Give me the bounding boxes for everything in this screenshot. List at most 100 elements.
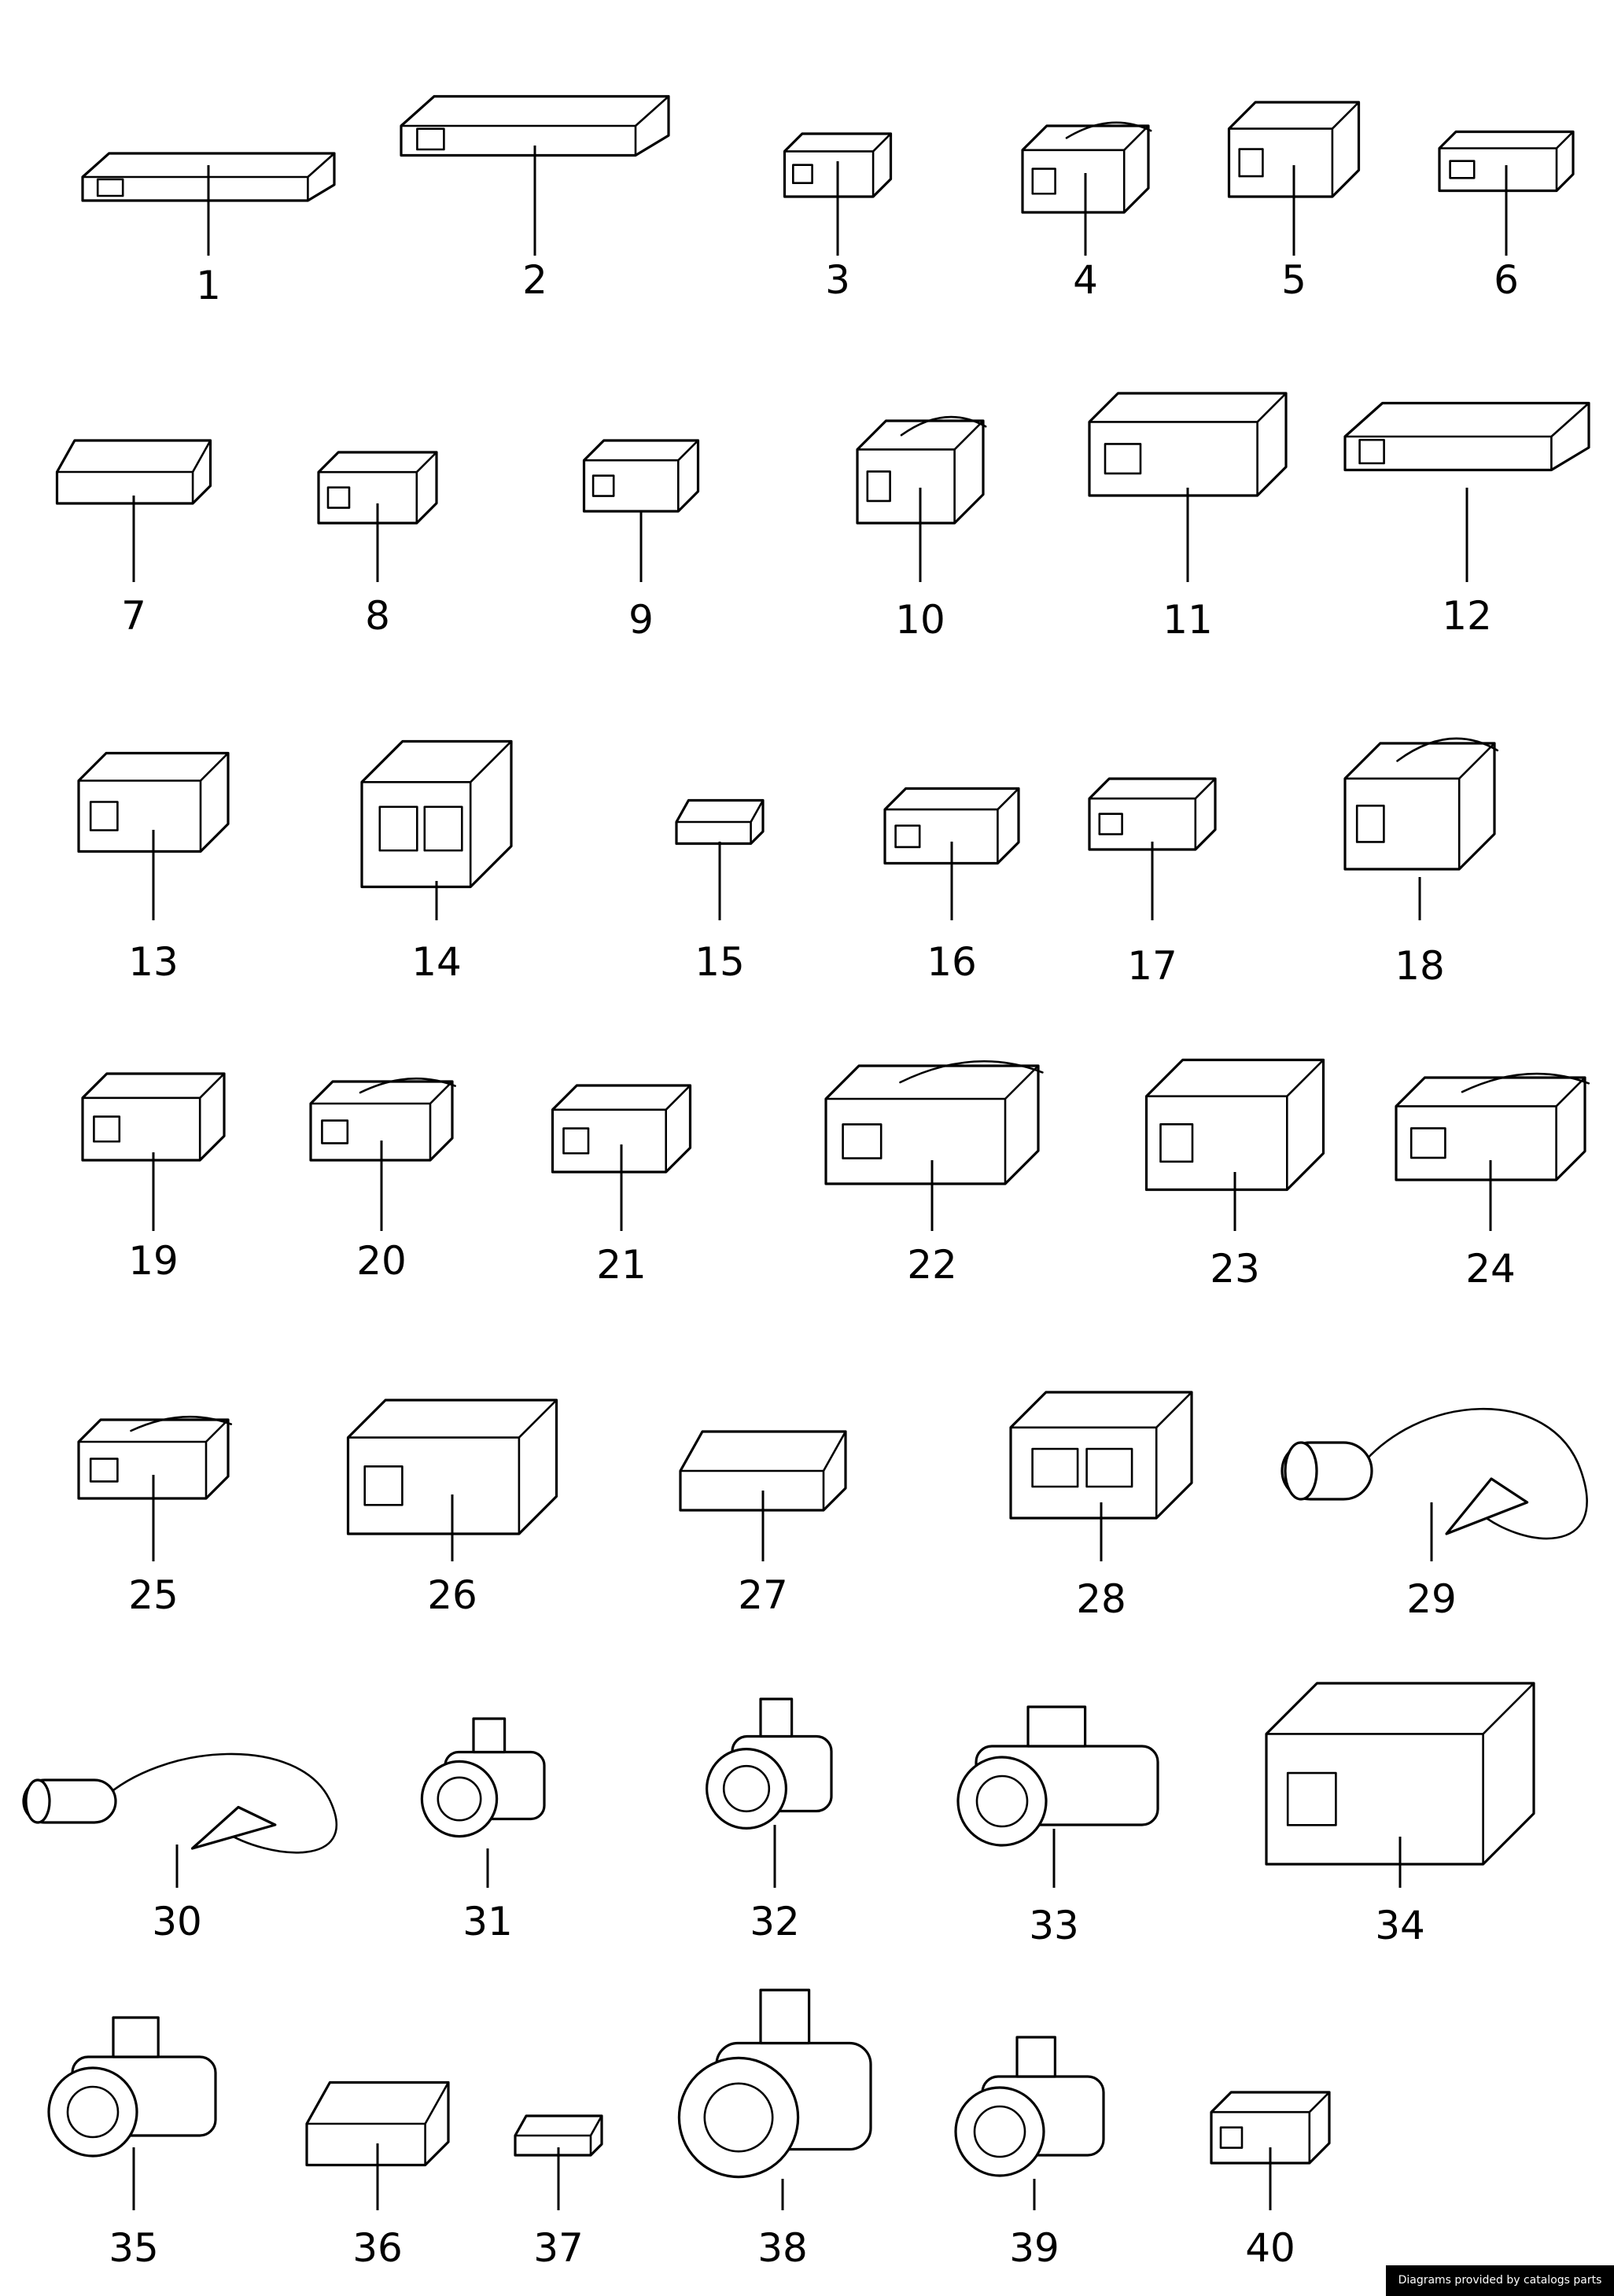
part-32: 32: [705, 1697, 833, 1944]
part-number-label: 39: [1009, 2225, 1059, 2271]
part-13: 13: [77, 751, 230, 985]
terminal-opening: [326, 486, 351, 509]
latch-clip: [1065, 121, 1152, 139]
housing-edges: [81, 1072, 226, 1162]
terminal-opening: [363, 1465, 404, 1506]
connector-icon: [77, 751, 230, 853]
connector-icon: [420, 1717, 546, 1838]
connector-icon: [1438, 130, 1575, 193]
connector-icon: [305, 2080, 450, 2167]
housing-edges: [1145, 1059, 1325, 1191]
latch-tab: [759, 1697, 794, 1738]
connector-icon: [1144, 1058, 1325, 1192]
part-39: 39: [954, 2036, 1105, 2271]
socket-opening: [437, 1776, 482, 1822]
part-number-label: 2: [522, 257, 547, 303]
part-12: 12: [1343, 401, 1590, 639]
part-9: 9: [582, 439, 700, 643]
terminal-opening: [1159, 1123, 1194, 1163]
part-number-label: 30: [152, 1899, 202, 1944]
connector-icon: [856, 415, 987, 525]
plug-tip: [1445, 1477, 1529, 1535]
part-15: 15: [675, 798, 765, 985]
housing-body: [1088, 392, 1288, 497]
connector-icon: [1281, 1407, 1588, 1540]
connector-icon: [824, 1060, 1044, 1185]
housing-body: [1343, 742, 1496, 871]
terminal-opening: [1098, 813, 1123, 835]
housing-edges: [77, 1418, 230, 1500]
part-31: 31: [420, 1717, 546, 1944]
housing-body: [1021, 124, 1150, 214]
part-14: 14: [360, 739, 513, 985]
housing-edges: [1343, 742, 1496, 871]
part-7: 7: [55, 439, 212, 639]
connector-icon: [346, 1399, 558, 1535]
part-number-label: 8: [365, 593, 390, 639]
connector-icon: [582, 439, 700, 513]
terminal-opening: [591, 474, 615, 497]
sleeve-opening: [24, 1778, 51, 1824]
part-23: 23: [1144, 1058, 1325, 1292]
part-10: 10: [856, 415, 987, 643]
connector-icon: [514, 2114, 603, 2157]
connector-icon: [705, 1697, 833, 1830]
housing-edges: [309, 1080, 454, 1162]
connector-icon: [883, 787, 1020, 865]
housing-edges: [883, 787, 1020, 864]
part-number-label: 20: [356, 1238, 407, 1284]
connector-icon: [47, 2016, 217, 2158]
part-number-label: 26: [427, 1572, 477, 1618]
terminal-opening: [894, 824, 921, 849]
housing-body: [1438, 130, 1575, 193]
housing-body: [1395, 1076, 1586, 1181]
connector-icon: [1265, 1682, 1535, 1866]
cavity-left: [378, 805, 418, 852]
part-8: 8: [317, 451, 438, 639]
connector-icon: [675, 798, 765, 846]
housing-edges: [514, 2114, 603, 2157]
part-35: 35: [47, 2016, 217, 2271]
connector-icon: [22, 1752, 337, 1854]
part-27: 27: [679, 1430, 847, 1618]
housing-edges: [1438, 131, 1575, 192]
part-37: 37: [514, 2114, 603, 2271]
housing-body: [346, 1399, 558, 1535]
socket-opening: [975, 1775, 1029, 1828]
plug-tip: [190, 1805, 277, 1850]
terminal-opening: [321, 1119, 349, 1144]
housing-edges: [783, 132, 892, 198]
part-16: 16: [883, 787, 1020, 985]
housing-edges: [679, 1430, 847, 1512]
part-number-label: 1: [196, 263, 221, 308]
latch-tab: [1015, 2036, 1057, 2078]
part-number-label: 14: [411, 939, 462, 985]
part-number-label: 7: [121, 593, 146, 639]
connector-icon: [1343, 401, 1590, 472]
part-30: 30: [22, 1752, 337, 1944]
terminal-opening: [1238, 148, 1264, 178]
socket-opening: [973, 2105, 1026, 2158]
latch-tab: [112, 2016, 160, 2058]
housing-edges: [1021, 124, 1150, 214]
connector-icon: [81, 1072, 226, 1162]
housing-front: [705, 1748, 787, 1830]
part-4: 4: [1021, 121, 1152, 303]
part-24: 24: [1395, 1072, 1590, 1292]
latch-clip: [899, 1060, 1044, 1084]
connector-icon: [55, 439, 212, 505]
terminal-opening: [791, 164, 813, 185]
socket-opening: [66, 2085, 120, 2139]
housing-front: [956, 1756, 1048, 1847]
housing-body: [1227, 101, 1361, 198]
part-3: 3: [783, 132, 893, 303]
cavity-left: [1031, 1447, 1079, 1488]
part-number-label: 38: [757, 2225, 808, 2271]
part-number-label: 16: [927, 939, 977, 985]
housing-edges: [824, 1064, 1040, 1185]
part-number-label: 36: [352, 2225, 403, 2271]
cavity-right: [1085, 1447, 1133, 1488]
connector-icon: [317, 451, 438, 525]
part-2: 2: [400, 94, 670, 303]
part-number-label: 25: [128, 1572, 179, 1618]
